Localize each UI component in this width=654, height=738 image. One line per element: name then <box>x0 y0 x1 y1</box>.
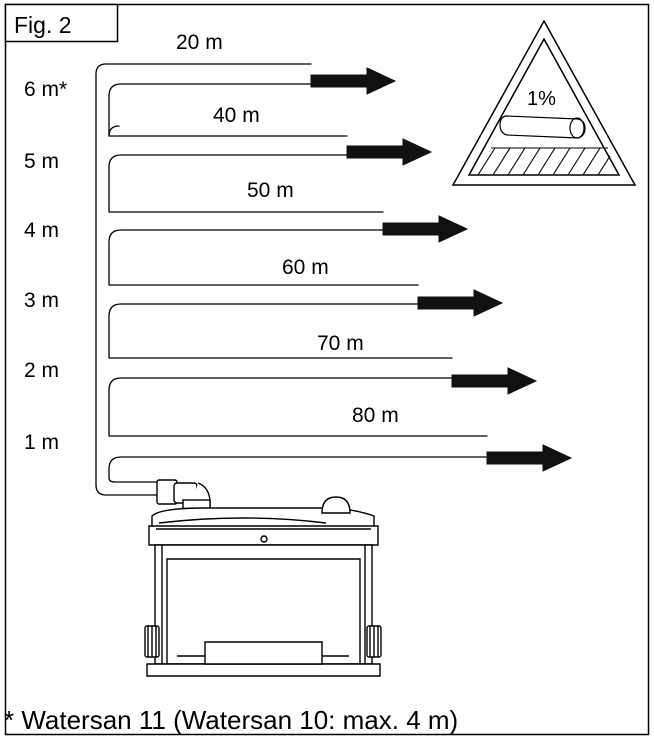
vent-dome-icon <box>321 496 351 514</box>
pipe-route-5m-bottom <box>108 154 384 213</box>
height-label-3: 3 m <box>24 289 59 312</box>
right-arrow-icon <box>486 444 573 472</box>
distance-labels: 20 m 40 m 50 m 60 m 70 m 80 m <box>176 31 399 427</box>
height-label-4: 4 m <box>24 219 59 242</box>
side-port-right-icon <box>366 625 382 658</box>
right-arrow-icon <box>417 289 504 317</box>
pipe-route-1m-bottom <box>108 456 488 483</box>
height-label-2: 2 m <box>24 359 59 382</box>
pipe-route-3m-bottom <box>108 303 453 359</box>
pipe-route-5m <box>108 83 348 137</box>
pump-unit-icon <box>144 479 382 677</box>
slope-label: 1% <box>527 88 556 110</box>
lid-screw-icon <box>260 535 268 543</box>
distance-label-20: 20 m <box>176 31 223 54</box>
right-arrow-icon <box>346 138 433 166</box>
pump-base <box>146 663 381 677</box>
slope-hatch-icon <box>477 147 611 176</box>
pipe-slope-icon <box>499 115 586 139</box>
pipe-route-5m-upper <box>108 125 120 137</box>
height-label-5: 5 m <box>24 150 59 173</box>
distance-label-40: 40 m <box>213 104 260 127</box>
distance-label-60: 60 m <box>282 256 329 279</box>
footnote: * Watersan 11 (Watersan 10: max. 4 m) <box>4 705 458 735</box>
height-labels: 6 m* 5 m 4 m 3 m 2 m 1 m <box>24 78 67 454</box>
pipe-connector-icon <box>156 479 211 512</box>
distance-label-70: 70 m <box>317 332 364 355</box>
pipe-route-4m-bottom <box>108 229 419 286</box>
pipe-route-6m <box>95 63 312 496</box>
right-arrow-icon <box>451 367 538 395</box>
figure-label: Fig. 2 <box>14 12 72 38</box>
warning-triangle-icon: 1% <box>451 19 637 186</box>
flow-arrows <box>310 67 573 472</box>
height-label-1: 1 m <box>24 431 59 454</box>
distance-label-50: 50 m <box>247 179 294 202</box>
height-label-6: 6 m* <box>24 78 67 101</box>
distance-label-80: 80 m <box>352 404 399 427</box>
figure-frame <box>4 3 650 736</box>
pipe-routes <box>95 63 488 496</box>
side-port-left-icon <box>144 625 160 658</box>
right-arrow-icon <box>382 215 469 243</box>
pipe-route-2m-bottom <box>108 377 488 437</box>
figure-label-box: Fig. 2 <box>4 3 119 43</box>
right-arrow-icon <box>310 67 397 95</box>
